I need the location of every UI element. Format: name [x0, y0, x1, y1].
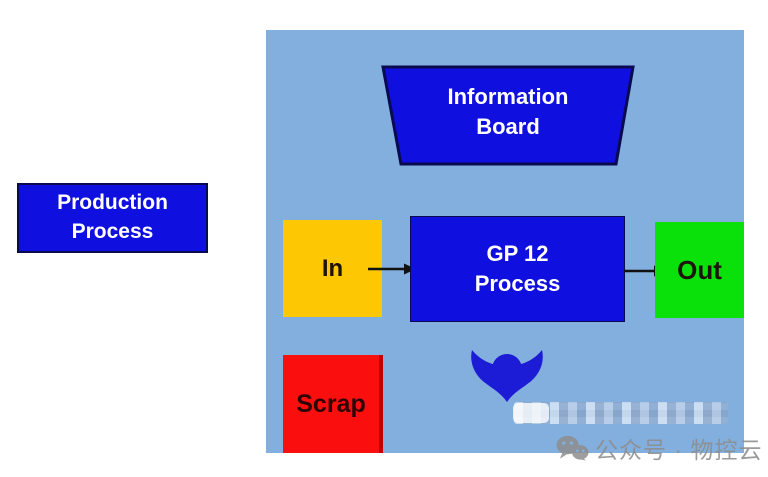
scrap-box: Scrap — [283, 355, 383, 453]
production-process-line2: Process — [71, 220, 154, 243]
in-box: In — [283, 220, 382, 317]
blurred-watermark — [514, 402, 728, 424]
wechat-icon — [556, 435, 589, 461]
production-process-box: Production Process — [17, 183, 208, 253]
operator-person-icon — [469, 349, 545, 403]
information-board-label: Information Board — [376, 82, 640, 142]
information-board-shape: Information Board — [376, 62, 640, 168]
out-label: Out — [677, 254, 722, 285]
gp12-process-box: GP 12 Process — [410, 216, 625, 322]
information-board-line2: Board — [476, 113, 540, 139]
gp12-line2: Process — [474, 271, 561, 296]
out-box: Out — [655, 222, 744, 318]
blurred-watermark-highlight — [513, 403, 549, 423]
production-process-line1: Production — [57, 191, 168, 215]
gp12-line1: GP 12 — [486, 241, 549, 267]
information-board-line1: Information — [447, 84, 569, 109]
scrap-label: Scrap — [296, 389, 366, 418]
trapezoid-icon — [381, 65, 635, 166]
operator-person-icon — [471, 350, 543, 402]
wechat-account-text: 公众号 · 物控云 — [595, 437, 763, 463]
in-label: In — [321, 254, 344, 282]
wechat-account-watermark: 公众号 · 物控云 — [556, 431, 762, 465]
